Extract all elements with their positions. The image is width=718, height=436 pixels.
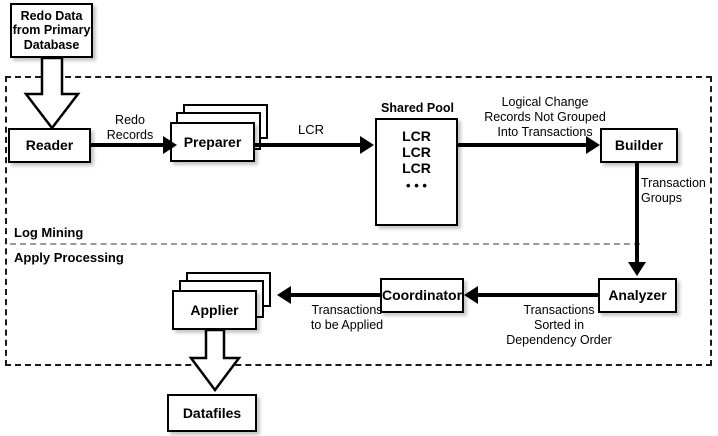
edge-label-redo-records: Redo Records — [106, 113, 154, 142]
shared-pool-lcr-3: LCR — [402, 160, 431, 177]
flow-arrow-applier-to-datafiles — [183, 330, 247, 392]
edge-label-lcr: LCR — [297, 122, 324, 137]
edge-coordinator-to-applier — [291, 293, 380, 297]
arrowhead-shared-pool-to-builder — [586, 136, 600, 154]
edge-reader-to-preparer — [91, 143, 166, 147]
node-redo-data-source[interactable]: Redo Data from Primary Database — [10, 3, 93, 58]
edge-shared-pool-to-builder — [458, 143, 592, 147]
node-builder[interactable]: Builder — [600, 128, 678, 163]
arrowhead-preparer-to-shared-pool — [360, 136, 374, 154]
zone-label-apply-processing: Apply Processing — [14, 250, 124, 265]
flow-arrow-redo-to-reader — [20, 58, 84, 130]
arrowhead-coordinator-to-applier — [277, 286, 291, 304]
edge-label-logical-change-records: Logical Change Records Not Grouped Into … — [484, 95, 606, 139]
node-analyzer[interactable]: Analyzer — [598, 278, 677, 313]
node-applier[interactable]: Applier — [172, 290, 257, 330]
arrowhead-analyzer-to-coordinator — [464, 286, 478, 304]
edge-preparer-to-shared-pool — [255, 143, 368, 147]
zone-label-log-mining: Log Mining — [14, 225, 84, 240]
edge-builder-to-analyzer — [635, 163, 639, 265]
shared-pool-lcr-2: LCR — [402, 144, 431, 161]
node-reader[interactable]: Reader — [8, 128, 91, 163]
edge-label-transaction-groups: Transaction Groups — [641, 176, 706, 205]
node-shared-pool[interactable] — [375, 118, 458, 226]
node-preparer[interactable]: Preparer — [170, 122, 255, 162]
arrowhead-builder-to-analyzer — [628, 262, 646, 276]
node-datafiles[interactable]: Datafiles — [167, 394, 257, 432]
shared-pool-ellipsis: • • • — [406, 178, 427, 194]
shared-pool-title: Shared Pool — [381, 101, 454, 115]
edge-label-transactions-sorted: Transactions Sorted in Dependency Order — [506, 303, 612, 347]
edge-label-transactions-to-be-applied: Transactions to be Applied — [310, 303, 384, 332]
processing-boundary-frame — [5, 76, 712, 366]
node-coordinator[interactable]: Coordinator — [380, 278, 464, 313]
shared-pool-contents: LCR LCR LCR • • • — [375, 128, 458, 193]
shared-pool-lcr-1: LCR — [402, 128, 431, 144]
arrowhead-reader-to-preparer — [163, 136, 177, 154]
edge-analyzer-to-coordinator — [478, 293, 600, 297]
zone-divider — [10, 243, 640, 245]
